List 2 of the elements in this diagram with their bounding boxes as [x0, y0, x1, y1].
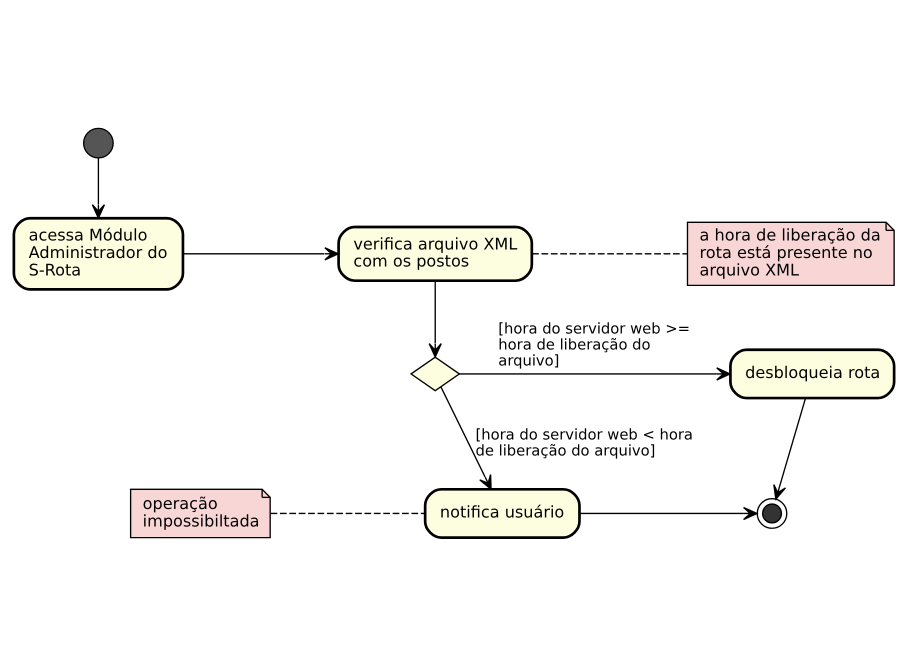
edge-label: [hora do servidor web < hora de liberação do arquivo]: [475, 426, 693, 460]
edge-label: [hora do servidor web >= hora de liberação do arquivo]: [498, 320, 690, 370]
